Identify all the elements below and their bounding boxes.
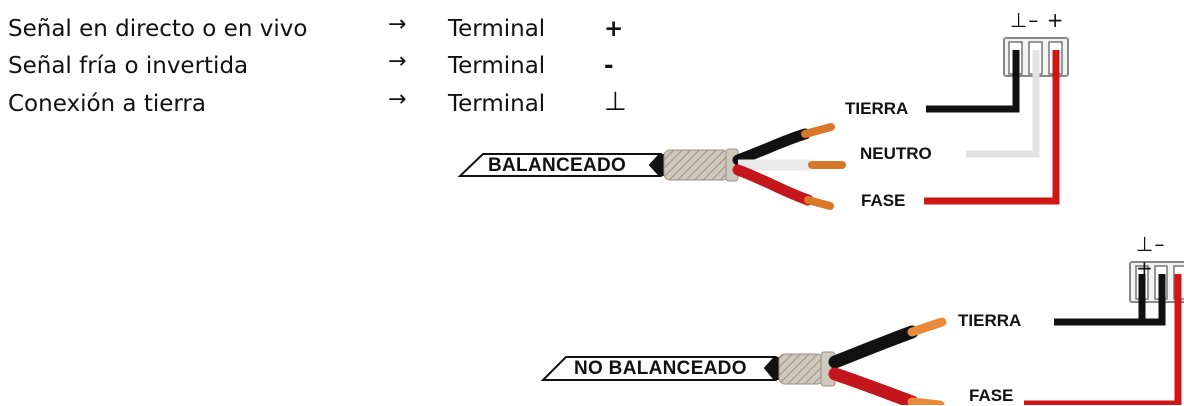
arrow-right-icon: → [388, 49, 407, 74]
balanced-polarity-label: ⊥– + [1010, 8, 1065, 32]
arrow-right-icon: → [388, 12, 407, 37]
unbalanced-cable-jacket [778, 353, 824, 385]
balanced-ground-wire [926, 50, 1020, 113]
arrow-right-icon: → [388, 87, 407, 112]
legend-desc: Señal fría o invertida [8, 53, 249, 79]
legend-row-ground: Conexión a tierra → Terminal ⊥ [8, 87, 648, 121]
legend-desc: Señal en directo o en vivo [8, 16, 308, 42]
legend-row-live: Señal en directo o en vivo → Terminal + [8, 12, 648, 46]
balanced-cable-jacket [663, 149, 729, 181]
legend-symbol-minus: - [604, 53, 614, 79]
legend-terminal: Terminal [448, 16, 546, 42]
balanced-phase-wire [924, 50, 1060, 205]
balanced-neutral-label: NEUTRO [860, 144, 932, 163]
unbalanced-ground-label: TIERRA [958, 311, 1022, 330]
balanced-neutral-wire [966, 50, 1040, 158]
unbalanced-phase-wire [1024, 274, 1182, 405]
unbalanced-ground-wire [1054, 274, 1166, 326]
balanced-ground-label: TIERRA [845, 99, 909, 118]
unbalanced-cable-label: NO BALANCEADO [574, 358, 747, 379]
unbalanced-polarity-label: ⊥– + [1136, 232, 1166, 280]
legend-desc: Conexión a tierra [8, 91, 206, 117]
balanced-cable-label: BALANCEADO [488, 155, 627, 176]
legend-symbol-plus: + [604, 16, 624, 42]
legend-terminal: Terminal [448, 53, 546, 79]
legend-terminal: Terminal [448, 91, 546, 117]
balanced-phase-label: FASE [861, 191, 906, 210]
legend-symbol-ground: ⊥ [604, 87, 627, 117]
legend-row-cold: Señal fría o invertida → Terminal - [8, 49, 648, 83]
unbalanced-phase-label: FASE [969, 386, 1014, 405]
